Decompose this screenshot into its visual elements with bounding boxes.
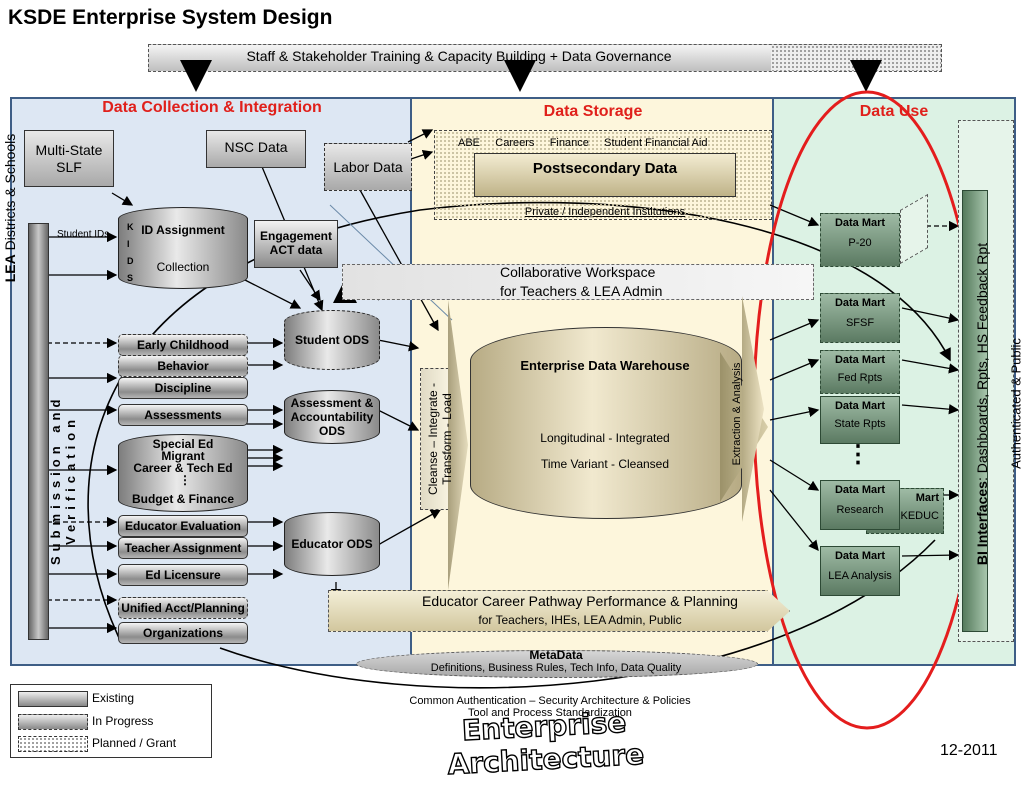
bi-authenticated-label: Authenticated & Public (1008, 338, 1024, 469)
data-mart-title: Data Mart (834, 297, 886, 309)
bar-migrant: Migrant (161, 449, 205, 463)
labor-data-box: Labor Data (324, 143, 412, 191)
assessment-ods: Assessment & Accountability ODS (284, 390, 380, 444)
ewh-line1: Longitudinal - Integrated (540, 431, 670, 445)
etl-label: Cleanse – Integrate - Transform - Load (426, 382, 454, 496)
kids-cylinder: K I D S ID Assignment Collection (118, 207, 248, 289)
data-mart-title: Data Mart (834, 550, 886, 562)
collaborative-workspace-arrow (342, 264, 814, 300)
data-mart-research: Data Mart Research (820, 480, 900, 530)
legend-swatch-in-progress (18, 714, 88, 730)
lea-districts-label: LEA Districts & Schools (2, 18, 18, 398)
data-mart-sfsf: Data Mart SFSF (820, 293, 900, 343)
nsc-data-box: NSC Data (206, 130, 306, 168)
lea-rest: Districts & Schools (2, 133, 18, 251)
postsecondary-tabs: ABE Careers Finance Student Financial Ai… (458, 137, 708, 149)
data-mart-sub: LEA Analysis (828, 570, 892, 582)
data-mart-state-rpts: Data Mart State Rpts (820, 396, 900, 444)
career-pathway-line2: for Teachers, IHEs, LEA Admin, Public (478, 613, 682, 627)
bar-ed-licensure: Ed Licensure (118, 564, 248, 586)
lea-districts-bar (28, 223, 49, 640)
metadata-title: MetaData (529, 648, 583, 662)
multi-state-slf-box: Multi-State SLF (24, 130, 114, 187)
data-mart-title: Mart (915, 492, 939, 504)
common-authentication-label: Common Authentication – Security Archite… (409, 695, 691, 707)
data-mart-p20: Data Mart P-20 (820, 213, 900, 267)
student-ods: Student ODS (284, 310, 380, 370)
legend-existing: Existing (92, 691, 135, 705)
career-pathway-line1: Educator Career Pathway Performance & Pl… (422, 593, 738, 609)
bar-teacher-assignment: Teacher Assignment (118, 537, 248, 559)
data-mart-sub: Fed Rpts (837, 372, 883, 384)
collab-line1: Collaborative Workspace (500, 264, 656, 280)
data-mart-fed-rpts: Data Mart Fed Rpts (820, 350, 900, 394)
data-mart-title: Data Mart (834, 217, 886, 229)
extraction-label: Extraction & Analysis (731, 362, 743, 466)
data-mart-sub: P-20 (848, 237, 872, 249)
enterprise-data-warehouse (470, 327, 742, 519)
legend-swatch-planned (18, 736, 88, 752)
data-collection-heading: Data Collection & Integration (102, 99, 322, 116)
bar-unified-acct: Unified Acct/Planning (118, 597, 248, 619)
ellipsis-icon: ⋮ (179, 473, 191, 487)
bar-assessments: Assessments (118, 404, 248, 426)
bi-bold: BI Interfaces (974, 481, 990, 566)
postsecondary-data-box: Postsecondary Data (474, 153, 736, 197)
data-mart-lea-analysis: Data Mart LEA Analysis (820, 546, 900, 596)
data-storage-heading: Data Storage (543, 103, 643, 120)
special-programs-cylinder: Special Ed Migrant Career & Tech Ed ⋮ Bu… (118, 434, 248, 512)
ewh-line2: Time Variant - Cleansed (540, 457, 670, 471)
data-mart-title: Data Mart (834, 354, 886, 366)
engagement-act-box: Engagement ACT data (254, 220, 338, 268)
legend-swatch-existing (18, 691, 88, 707)
metadata-ellipse (356, 650, 758, 678)
legend-in-progress: In Progress (92, 714, 154, 728)
collection-label: Collection (156, 260, 210, 274)
bar-career-tech-ed: Career & Tech Ed (133, 461, 233, 475)
bi-interfaces-bar (962, 190, 988, 632)
data-mart-title: Data Mart (834, 400, 886, 412)
more-marts-ellipsis: ⋮ (846, 441, 870, 468)
kids-letter-s: S (127, 273, 134, 283)
private-institutions-label: Private / Independent Institutions (524, 206, 686, 218)
bar-early-childhood: Early Childhood (118, 334, 248, 356)
bar-discipline: Discipline (118, 377, 248, 399)
data-mart-sub: KEDUC (900, 510, 939, 522)
data-mart-sub: SFSF (845, 317, 875, 329)
kids-letter-k: K (127, 222, 134, 232)
bi-rest: : Dashboards, Rpts, HS Feedback Rpt (974, 242, 990, 482)
date-label: 12-2011 (940, 742, 998, 759)
bi-interfaces-label: BI Interfaces: Dashboards, Rpts, HS Feed… (974, 174, 990, 634)
bar-organizations: Organizations (118, 622, 248, 644)
legend-planned: Planned / Grant (92, 736, 177, 750)
career-pathway-arrow (328, 590, 790, 632)
bar-budget-finance: Budget & Finance (131, 492, 234, 506)
kids-letter-d: D (127, 256, 134, 266)
student-ids-label: Student IDs (57, 229, 110, 240)
collab-line2: for Teachers & LEA Admin (500, 283, 663, 299)
data-mart-title: Data Mart (834, 484, 886, 496)
bar-special-ed: Special Ed (152, 437, 214, 451)
data-mart-sub: Research (836, 504, 884, 516)
submission-verification-label: Submission and Verification (48, 394, 78, 566)
educator-ods: Educator ODS (284, 512, 380, 576)
tool-standardization-label: Tool and Process Standardization (468, 707, 632, 719)
data-mart-sub: State Rpts (834, 418, 886, 430)
ewh-title: Enterprise Data Warehouse (520, 358, 690, 373)
bar-behavior: Behavior (118, 355, 248, 377)
lea-bold: LEA (2, 254, 18, 283)
page-title: KSDE Enterprise System Design (8, 6, 333, 29)
training-governance-label: Staff & Stakeholder Training & Capacity … (246, 48, 672, 64)
metadata-desc: Definitions, Business Rules, Tech Info, … (430, 662, 682, 674)
bar-educator-evaluation: Educator Evaluation (118, 515, 248, 537)
kids-letter-i: I (127, 239, 130, 249)
id-assignment-label: ID Assignment (141, 223, 225, 237)
